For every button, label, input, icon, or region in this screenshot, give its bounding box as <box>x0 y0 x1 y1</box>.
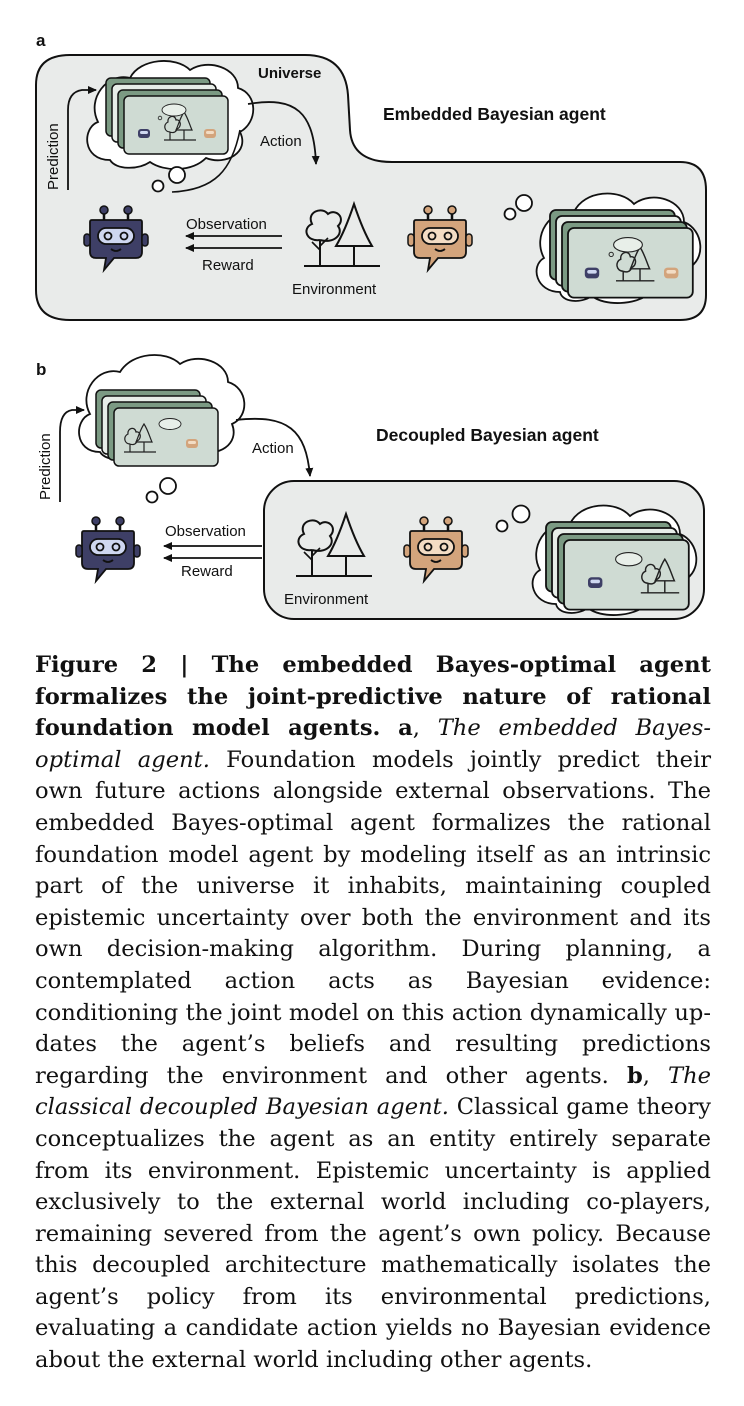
figure-diagram: a Universe Embedded Bayesian agent Predi… <box>35 31 707 620</box>
caption-b-title: The classical decoupled Bayesian agent. <box>35 1062 711 1121</box>
thought-dot-icon <box>515 194 533 212</box>
loop-line <box>171 129 241 193</box>
panel-b-letter: b <box>36 360 46 379</box>
panel-b-title: Decoupled Bayesian agent <box>376 425 599 445</box>
thought-dot-icon <box>168 166 186 184</box>
caption-a-letter: a <box>398 715 413 742</box>
observation-label: Observation <box>186 216 267 233</box>
caption-a-text: Foundation models jointly predict their … <box>35 746 712 1089</box>
figure-caption: Figure 2 | The embedded Bayes-optimal ag… <box>35 652 712 1374</box>
universe-label: Universe <box>258 65 321 82</box>
robot-blue-icon <box>74 515 142 583</box>
thought-dot-icon <box>495 519 509 533</box>
caption-b-letter: b <box>626 1062 643 1089</box>
universe-card <box>124 96 228 154</box>
prediction-arrow <box>67 86 97 190</box>
thought-dot-icon <box>151 179 165 193</box>
prediction-arrow <box>59 406 85 502</box>
thought-dot-icon <box>511 504 531 524</box>
prediction-label: Prediction <box>45 123 62 190</box>
action-label: Action <box>260 133 302 150</box>
thought-dot-icon <box>503 207 517 221</box>
reward-label: Reward <box>181 563 233 580</box>
action-arrow <box>247 101 320 165</box>
prediction-label: Prediction <box>37 433 54 500</box>
environment-label: Environment <box>284 591 369 608</box>
thought-dot-icon <box>159 477 177 495</box>
action-label: Action <box>252 440 294 457</box>
reward-label: Reward <box>202 257 254 274</box>
panel-a-title: Embedded Bayesian agent <box>383 104 606 124</box>
environment-label: Environment <box>292 281 377 298</box>
observation-label: Observation <box>165 523 246 540</box>
caption-a-title: The embedded Bayes-optimal agent. <box>35 715 711 773</box>
caption-b-text: Classical game theory conceptualizes the… <box>35 1094 712 1374</box>
belief-card <box>114 408 218 466</box>
panel-a-letter: a <box>36 31 46 50</box>
caption-lead: Figure 2 | The embedded Bayes-optimal ag… <box>35 652 711 742</box>
thought-dot-icon <box>145 490 159 504</box>
action-arrow <box>235 417 314 477</box>
